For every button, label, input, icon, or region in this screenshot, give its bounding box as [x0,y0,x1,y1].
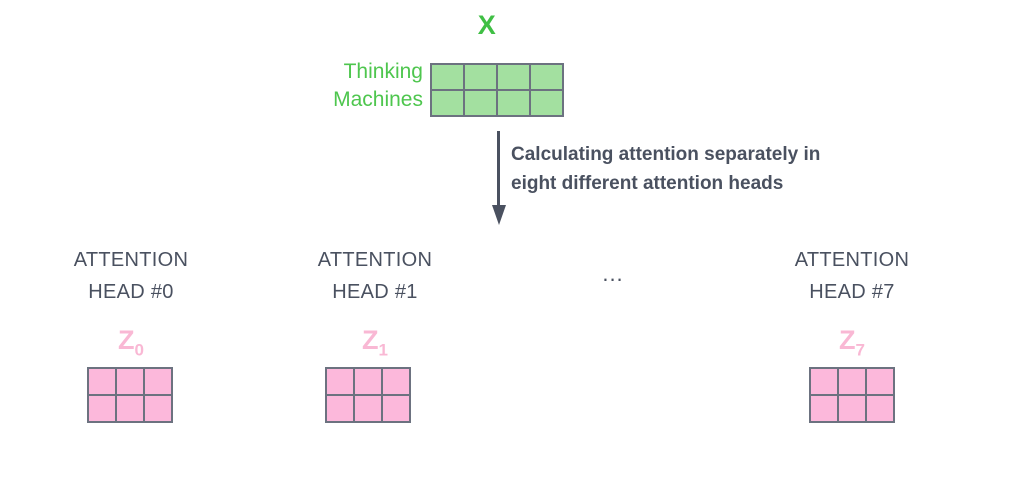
arrow-caption-line-2: eight different attention heads [511,173,784,194]
attention-head-1-label-line-1: ATTENTION [317,249,433,271]
attention-head-1-label-line-2: HEAD #1 [332,281,418,303]
matrix-row [811,369,893,394]
attention-head-0: ATTENTION HEAD #0 Z0 [21,244,241,358]
down-arrow-icon [492,131,510,225]
matrix-cell [531,65,562,89]
attention-head-7-output-symbol: Z7 [742,325,962,360]
input-token-label-0: Thinking [343,60,423,83]
matrix-cell [383,396,409,421]
input-token-label-1: Machines [333,88,423,111]
arrow-shaft [497,131,500,207]
arrow-head [492,205,506,225]
output-symbol-base: Z [362,325,379,355]
matrix-row [89,369,171,394]
matrix-row [432,91,562,115]
matrix-cell [839,369,865,394]
matrix-cell [117,369,143,394]
matrix-cell [145,396,171,421]
matrix-cell [867,396,893,421]
output-symbol-subscript: 1 [378,340,388,360]
matrix-cell [89,369,115,394]
arrow-caption: Calculating attention separately in eigh… [511,140,911,198]
attention-head-0-label-line-1: ATTENTION [73,249,189,271]
matrix-cell [498,91,529,115]
matrix-row [327,369,409,394]
matrix-cell [867,369,893,394]
attention-head-7: ATTENTION HEAD #7 Z7 [742,244,962,358]
matrix-cell [811,369,837,394]
output-matrix-z0 [87,367,173,423]
input-token-labels: Thinking Machines [300,58,423,114]
matrix-cell [498,65,529,89]
output-matrix-z1 [325,367,411,423]
matrix-cell [355,369,381,394]
matrix-cell [327,396,353,421]
attention-head-7-label: ATTENTION HEAD #7 [742,244,962,308]
attention-head-7-label-line-1: ATTENTION [794,249,910,271]
matrix-cell [383,369,409,394]
matrix-cell [465,91,496,115]
matrix-cell [89,396,115,421]
arrow-caption-line-1: Calculating attention separately in [511,144,821,165]
input-matrix-symbol: X [0,10,1018,41]
matrix-row [89,396,171,421]
output-symbol-subscript: 7 [855,340,865,360]
output-symbol-base: Z [839,325,856,355]
matrix-cell [465,65,496,89]
matrix-cell [327,369,353,394]
output-matrix-z7 [809,367,895,423]
matrix-row [811,396,893,421]
matrix-cell [531,91,562,115]
output-symbol-subscript: 0 [134,340,144,360]
attention-head-1-output-symbol: Z1 [265,325,485,360]
matrix-cell [432,91,463,115]
matrix-cell [145,369,171,394]
output-symbol-base: Z [118,325,135,355]
attention-head-1: ATTENTION HEAD #1 Z1 [265,244,485,358]
matrix-cell [117,396,143,421]
matrix-cell [811,396,837,421]
matrix-cell [839,396,865,421]
attention-head-7-label-line-2: HEAD #7 [809,281,895,303]
matrix-cell [432,65,463,89]
input-matrix-symbol-text: X [477,10,497,40]
matrix-cell [355,396,381,421]
input-matrix-x [430,63,564,117]
attention-head-1-label: ATTENTION HEAD #1 [265,244,485,308]
attention-head-0-label: ATTENTION HEAD #0 [21,244,241,308]
matrix-row [327,396,409,421]
attention-head-0-output-symbol: Z0 [21,325,241,360]
ellipsis-separator: ... [602,261,624,286]
matrix-row [432,65,562,89]
attention-head-0-label-line-2: HEAD #0 [88,281,174,303]
